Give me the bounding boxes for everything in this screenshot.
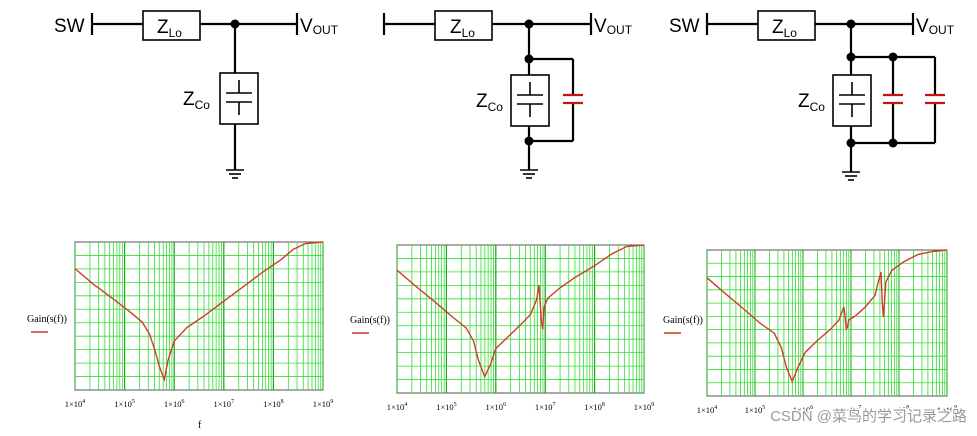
y-axis-label: Gain(s(f))	[350, 315, 390, 326]
x-tick-label: 1×106	[793, 405, 814, 415]
extra-capacitor	[925, 93, 945, 105]
x-tick-labels: 1×104 1×105 1×106 1×107 1×108 1×109	[387, 402, 655, 412]
x-tick-label: 1×105	[114, 399, 135, 409]
ground-symbol	[226, 169, 244, 179]
x-tick-label: 1×104	[65, 399, 86, 409]
junction-dot	[524, 136, 534, 146]
cap-label: ZCo	[476, 91, 503, 114]
vout-label: VOUT	[916, 16, 955, 37]
plot-frame	[706, 249, 948, 397]
inductor-box	[434, 10, 493, 41]
x-tick-label: 1×109	[313, 399, 334, 409]
inductor-label: ZLo	[157, 17, 182, 40]
x-tick-label: 1×108	[584, 402, 605, 412]
extra-capacitor	[883, 93, 903, 105]
circuit-1	[90, 10, 299, 179]
sw-label: SW	[54, 16, 85, 37]
circuit-2	[382, 10, 593, 179]
x-tick-label: 1×107	[214, 399, 235, 409]
sw-label: SW	[669, 16, 700, 37]
x-axis-label: f	[198, 420, 202, 431]
circuit-3	[705, 10, 945, 181]
x-tick-label: 1×105	[745, 405, 766, 415]
x-tick-label: 1×108	[263, 399, 284, 409]
y-axis-label: Gain(s(f))	[27, 314, 67, 325]
x-tick-label: 1×107	[535, 402, 556, 412]
plot-frame	[396, 244, 645, 394]
plot-grid	[74, 242, 324, 390]
x-tick-label: 1×109	[937, 405, 958, 415]
inductor-box	[757, 10, 816, 41]
x-tick-label: 1×105	[436, 402, 457, 412]
vout-label: VOUT	[594, 16, 633, 37]
junction-dot	[846, 52, 856, 62]
cap-label: ZCo	[183, 89, 210, 112]
junction-dot	[230, 19, 240, 29]
extra-capacitor	[563, 93, 583, 105]
x-tick-labels: 1×104 1×105 1×106 1×107 1×108 1×109	[697, 405, 958, 415]
gain-curve	[706, 249, 948, 384]
inductor-label: ZLo	[450, 17, 475, 40]
x-tick-label: 1×104	[697, 405, 718, 415]
plot-2: 1×104 1×105 1×106 1×107 1×108 1×109	[387, 244, 655, 412]
watermark: CSDN @菜鸟的学习记录之路	[770, 408, 967, 425]
inductor-box	[142, 10, 201, 41]
gain-curve	[396, 244, 645, 379]
plot-1: 1×104 1×105 1×106 1×107 1×108 1×109	[65, 241, 334, 409]
y-axis-label: Gain(s(f))	[663, 315, 703, 326]
plot-frame	[74, 241, 324, 391]
junction-dot	[524, 54, 534, 64]
junction-dot	[888, 52, 898, 62]
x-tick-label: 1×106	[486, 402, 507, 412]
x-tick-label: 1×109	[634, 402, 655, 412]
inductor-label: ZLo	[772, 17, 797, 40]
watermark: CSDN @菜鸟的学习记录之路	[770, 408, 967, 425]
ground-symbol	[842, 171, 860, 181]
x-tick-label: 1×108	[889, 405, 910, 415]
plot-grid	[706, 250, 948, 396]
plot-3: 1×104 1×105 1×106 1×107 1×108 1×109	[697, 249, 958, 415]
x-tick-label: 1×106	[164, 399, 185, 409]
x-tick-labels: 1×104 1×105 1×106 1×107 1×108 1×109	[65, 399, 334, 409]
ground-symbol	[520, 169, 538, 179]
junction-dot	[888, 138, 898, 148]
x-tick-label: 1×104	[387, 402, 408, 412]
junction-dot	[846, 138, 856, 148]
gain-curve	[74, 241, 324, 383]
junction-dot	[524, 19, 534, 29]
x-tick-label: 1×107	[841, 405, 862, 415]
junction-dot	[846, 19, 856, 29]
cap-box	[219, 72, 259, 125]
vout-label: VOUT	[300, 16, 339, 37]
cap-label: ZCo	[798, 91, 825, 114]
